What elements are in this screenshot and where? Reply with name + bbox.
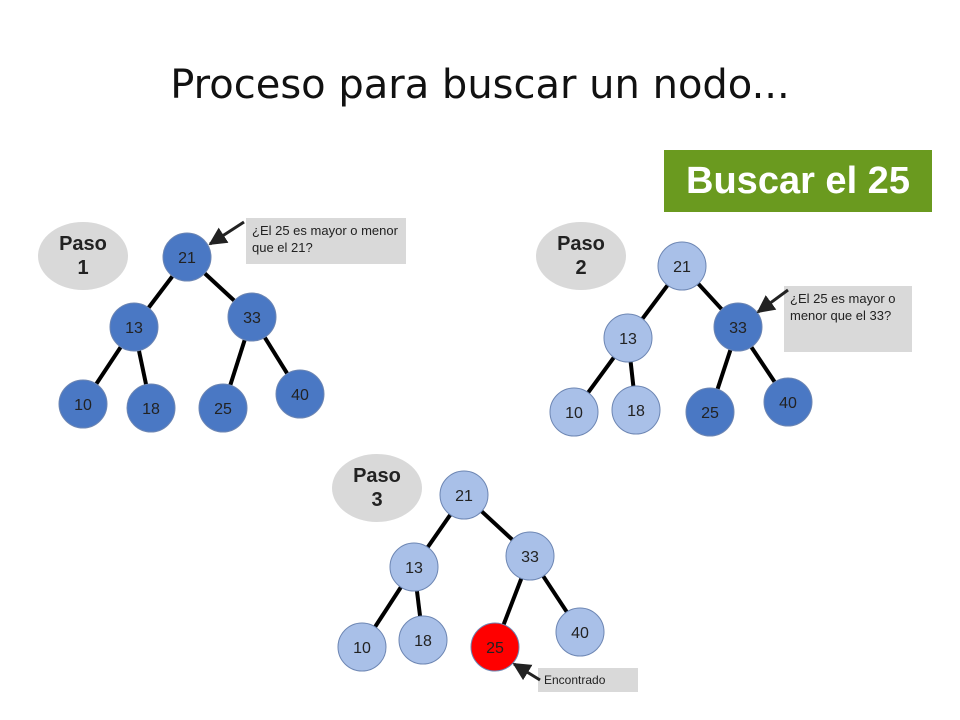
step-2-pointer-arrow (756, 288, 789, 314)
edge-33-25 (228, 339, 247, 386)
node-40-label: 40 (779, 395, 797, 412)
node-10-label: 10 (565, 405, 583, 422)
node-21-label: 21 (673, 259, 691, 276)
node-10 (58, 379, 108, 429)
node-33 (505, 531, 555, 581)
step-1-callout: ¿El 25 es mayor o menor que el 21? (246, 218, 406, 264)
step-3-number: 3 (371, 489, 383, 511)
node-18 (611, 385, 661, 435)
edge-13-10 (94, 345, 123, 386)
node-21 (162, 232, 212, 282)
step-3-pointer-arrow (512, 662, 541, 682)
node-25-label: 25 (701, 405, 719, 422)
node-25-label: 25 (486, 640, 504, 657)
tree-step-3: 21 13 33 10 18 25 40 (337, 470, 605, 672)
node-21 (657, 241, 707, 291)
node-21 (439, 470, 489, 520)
node-25 (685, 387, 735, 437)
step-2-number: 2 (575, 257, 587, 279)
step-2-word: Paso (557, 233, 605, 255)
node-18 (126, 383, 176, 433)
edge-21-13 (426, 513, 452, 549)
step-3-callout: Encontrado (538, 668, 638, 692)
node-13-label: 13 (125, 320, 143, 337)
edge-13-18 (136, 350, 149, 385)
step-2-label: Paso 2 (536, 222, 626, 290)
node-18-label: 18 (627, 403, 645, 420)
node-21-label: 21 (455, 488, 473, 505)
step-2-callout: ¿El 25 es mayor o menor que el 33? (784, 286, 912, 352)
step-1-number: 1 (77, 257, 89, 279)
step-1-label: Paso 1 (38, 222, 128, 290)
node-10-label: 10 (74, 397, 92, 414)
node-40 (275, 369, 325, 419)
node-25-label: 25 (214, 401, 232, 418)
node-33-label: 33 (729, 320, 747, 337)
node-13 (389, 542, 439, 592)
node-33 (713, 302, 763, 352)
node-25 (198, 383, 248, 433)
node-18-label: 18 (142, 401, 160, 418)
step-3-label: Paso 3 (332, 454, 422, 522)
node-13 (109, 302, 159, 352)
node-18-label: 18 (414, 633, 432, 650)
edge-33-40 (541, 574, 569, 614)
node-33-label: 33 (521, 549, 539, 566)
node-40-label: 40 (571, 625, 589, 642)
node-10 (549, 387, 599, 437)
edge-33-25 (715, 349, 733, 390)
node-10-label: 10 (353, 640, 371, 657)
node-33 (227, 292, 277, 342)
step-1-pointer-arrow (208, 220, 245, 246)
node-13-label: 13 (405, 560, 423, 577)
edge-13-18 (628, 361, 636, 387)
edge-33-25 (501, 577, 524, 626)
edge-13-18 (414, 590, 423, 617)
node-40 (763, 377, 813, 427)
edge-21-33 (480, 509, 514, 542)
node-40 (555, 607, 605, 657)
edge-33-40 (749, 345, 777, 384)
page-title: Proceso para buscar un nodo... (170, 62, 790, 108)
step-3-word: Paso (353, 465, 401, 487)
node-18 (398, 615, 448, 665)
node-21-label: 21 (178, 250, 196, 267)
node-25 (470, 622, 520, 672)
tree-step-1: 21 13 33 10 18 25 40 (58, 232, 325, 433)
tree-step-2: 21 13 33 10 18 25 40 (549, 241, 813, 437)
node-40-label: 40 (291, 387, 309, 404)
edge-21-33 (696, 282, 724, 311)
edge-33-40 (262, 336, 290, 375)
edge-21-13 (146, 274, 175, 310)
edge-13-10 (586, 356, 616, 394)
edge-13-10 (373, 586, 403, 628)
search-target-badge: Buscar el 25 (664, 150, 932, 212)
node-13-label: 13 (619, 331, 637, 348)
edge-21-33 (203, 271, 236, 303)
node-33-label: 33 (243, 310, 261, 327)
step-1-word: Paso (59, 233, 107, 255)
node-10 (337, 622, 387, 672)
node-13 (603, 313, 653, 363)
callout-arrows (208, 220, 789, 682)
edge-21-13 (640, 284, 670, 320)
